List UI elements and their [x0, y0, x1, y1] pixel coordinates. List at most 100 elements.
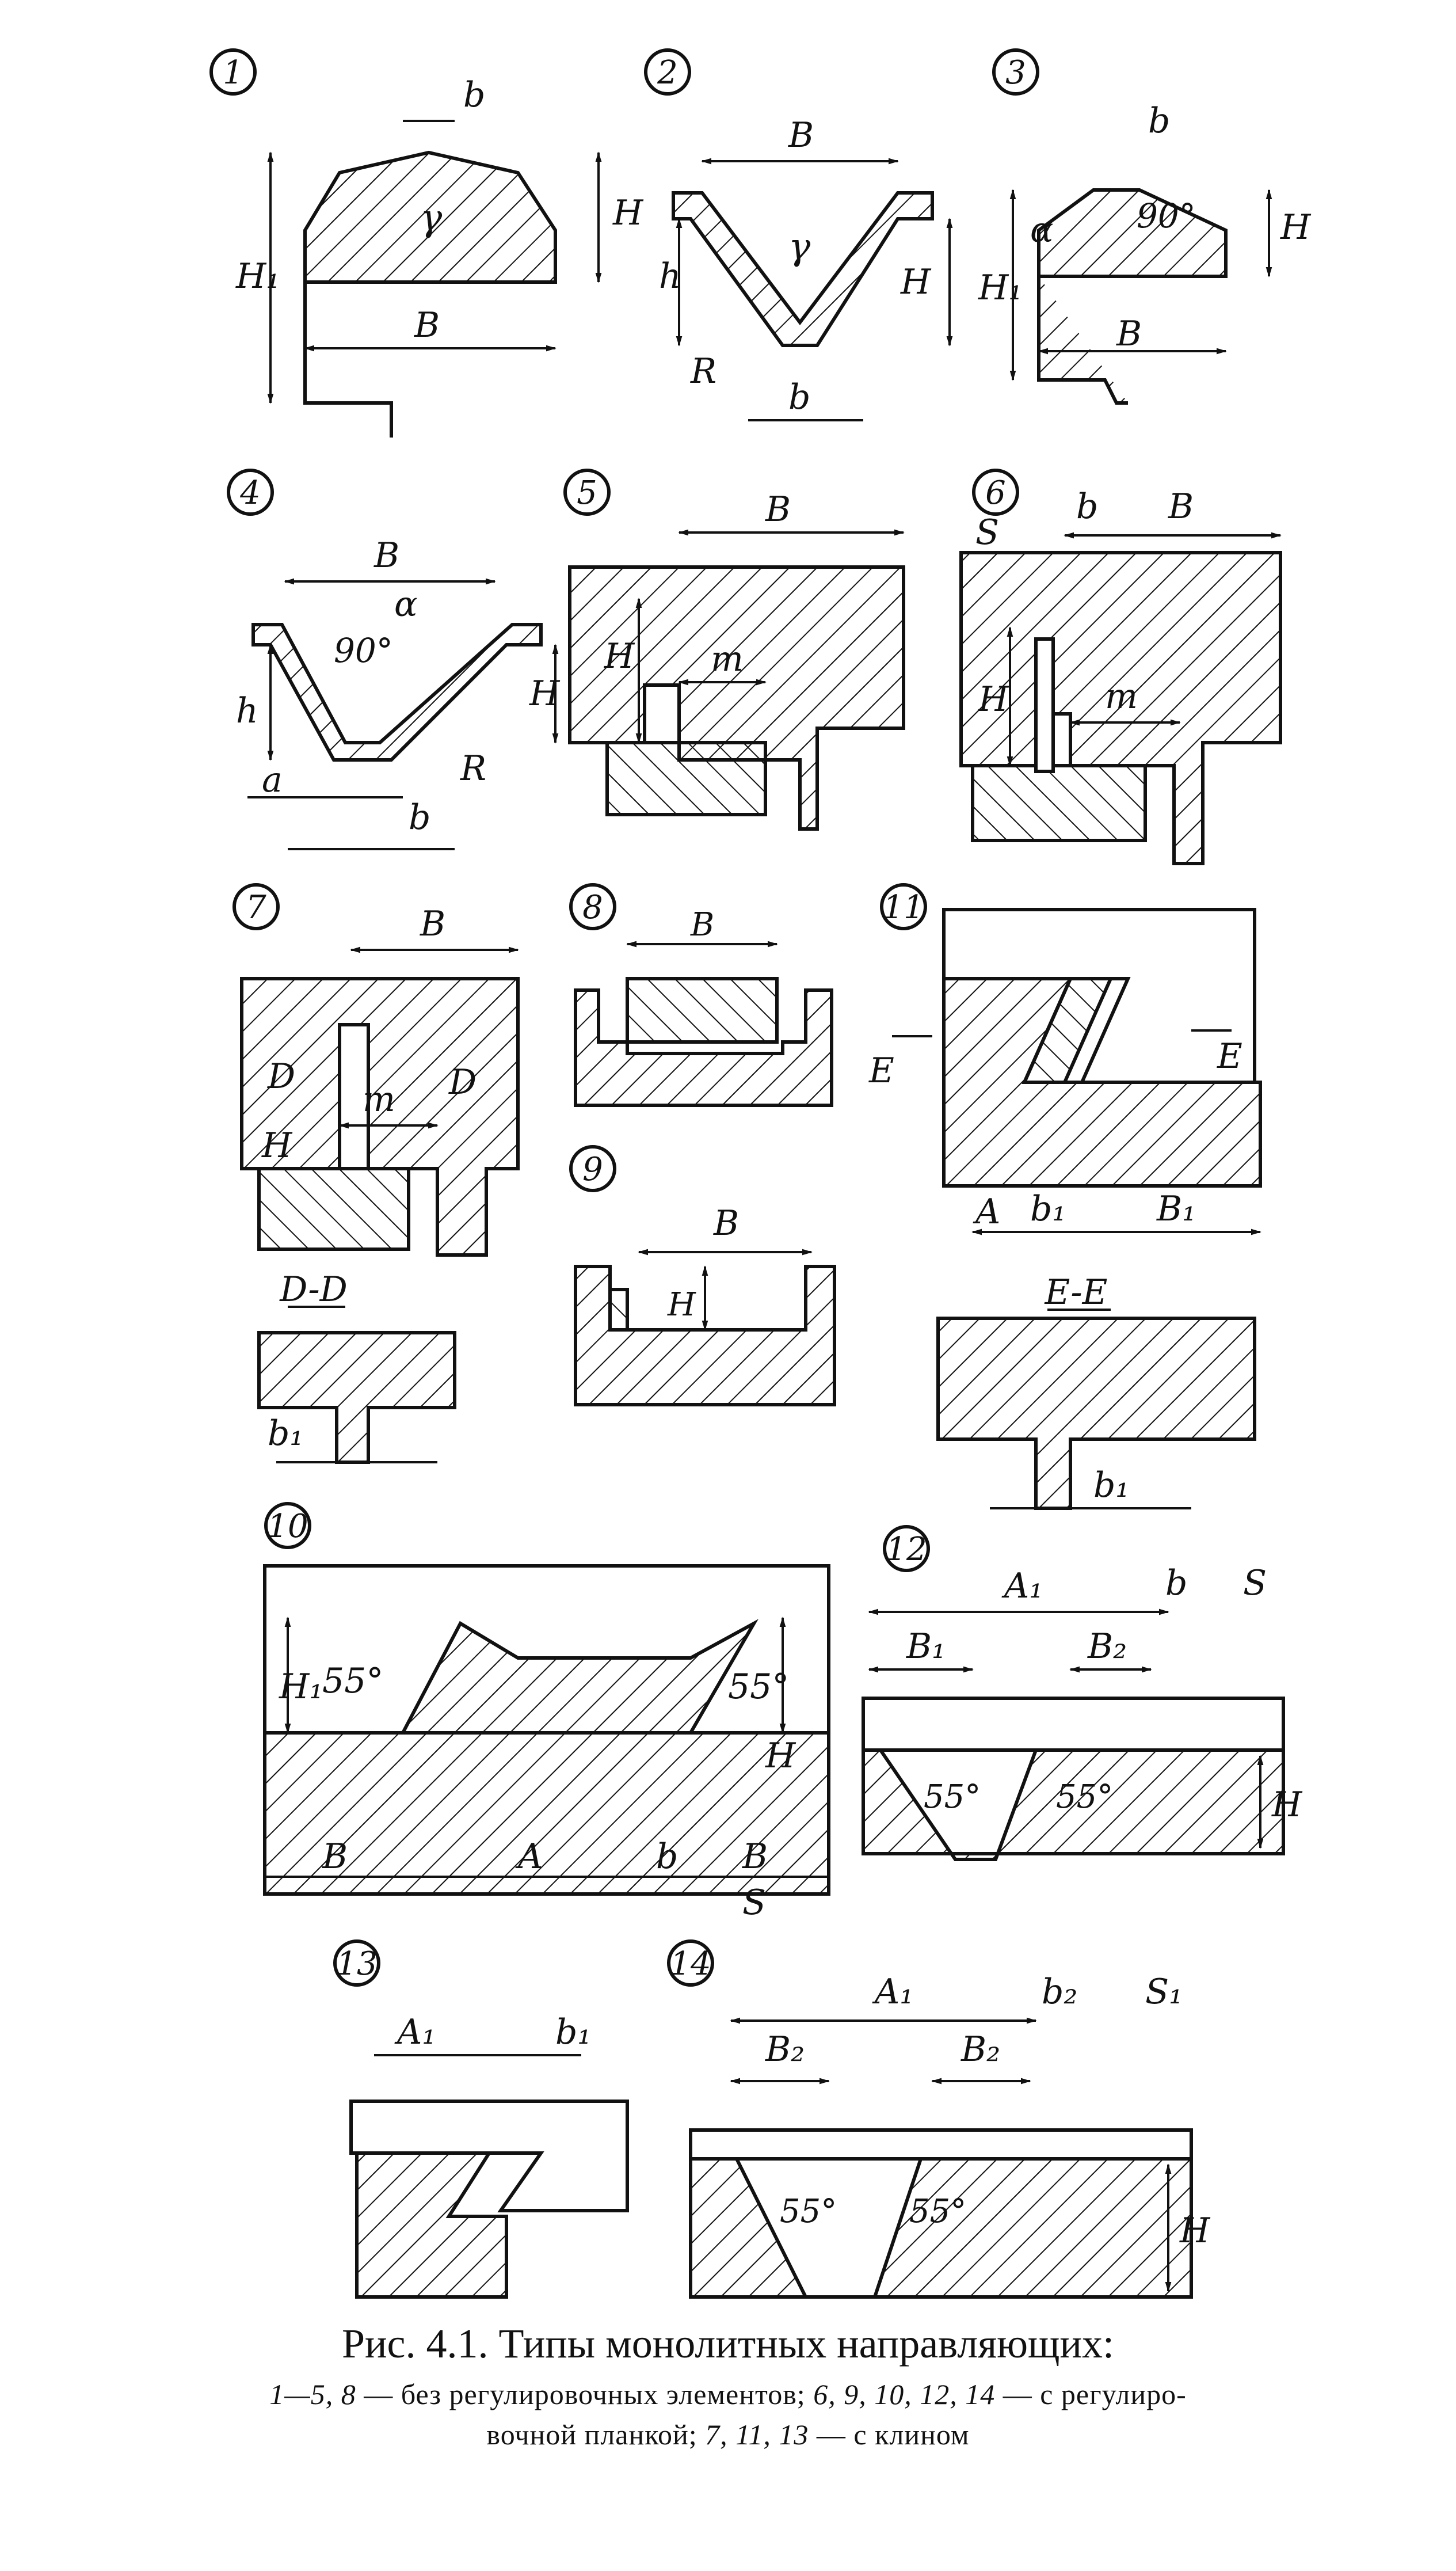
figure-2: 2 B γ h H R b — [644, 48, 953, 421]
figure-number-circle — [232, 883, 280, 930]
guide-block — [971, 764, 1147, 842]
dim-label: γ — [788, 226, 811, 268]
dim-label: H — [261, 1125, 293, 1166]
dim-label: H — [604, 636, 635, 676]
section-d-d: D-D b₁ — [257, 1269, 456, 1464]
dim-label: S — [742, 1882, 766, 1923]
dim-label: b — [409, 797, 430, 838]
profile — [251, 623, 543, 762]
figure-4: 4 B α 90° h H a R b — [227, 469, 561, 850]
dim-label: H — [612, 193, 644, 233]
figure-number: 14 — [670, 1945, 711, 1983]
caption-text: — с клином — [809, 2418, 970, 2451]
dim-label: A — [973, 1192, 1000, 1232]
caption-numbers: 7, 11, 13 — [705, 2418, 809, 2451]
figure-number: 7 — [246, 889, 266, 926]
figure-number-circle — [992, 48, 1039, 96]
dim-label: A₁ — [872, 1972, 913, 2012]
figure-number: 13 — [336, 1945, 377, 1983]
profile — [672, 191, 934, 347]
figure-7: 7 B D m D H — [232, 883, 520, 1257]
figure-number: 4 — [239, 474, 261, 512]
figure-caption-line-1: 1—5, 8 — без регулировочных элементов; 6… — [0, 2378, 1456, 2411]
slide — [862, 1697, 1285, 1752]
figure-number: 5 — [577, 474, 597, 512]
dim-label: H — [1179, 2211, 1211, 2251]
dim-label: B — [788, 115, 814, 155]
figure-number-circle — [972, 469, 1019, 516]
dim-label: 55° — [909, 2193, 966, 2230]
dim-label: B — [742, 1836, 768, 1877]
dim-label: b₁ — [555, 2012, 591, 2052]
dim-label: 55° — [728, 1667, 789, 1707]
figure-14: 14 A₁ b₂ S₁ B₂ B₂ 55° 55° H — [667, 1939, 1211, 2299]
dim-label: b₁ — [1093, 1465, 1129, 1505]
dim-label: B — [690, 906, 714, 944]
dim-label: h — [659, 256, 681, 296]
dim-label: R — [460, 748, 486, 789]
dim-label: b₁ — [1030, 1189, 1066, 1229]
figure-number: 1 — [223, 54, 243, 92]
dim-label: B₂ — [1087, 1626, 1127, 1667]
dim-label: A — [515, 1836, 543, 1877]
dim-label: B₁ — [906, 1626, 946, 1667]
dim-label: B₂ — [765, 2029, 805, 2070]
figure-number-circle — [644, 48, 691, 96]
dim-label: B — [420, 904, 445, 944]
dim-label: b — [1076, 486, 1098, 527]
dim-label: m — [363, 1079, 395, 1120]
adjusting-strip — [1034, 637, 1055, 773]
dim-label: b — [1148, 101, 1170, 141]
figure-13: 13 A₁ b₁ — [333, 1939, 629, 2299]
profile-upper — [303, 150, 557, 284]
figure-number: 6 — [985, 474, 1006, 512]
figure-number: 8 — [582, 889, 603, 926]
figure-number: 9 — [582, 1151, 603, 1188]
dim-label: R — [690, 351, 716, 391]
section-title: E-E — [1045, 1272, 1108, 1313]
base — [263, 1619, 830, 1896]
figure-number-circle — [667, 1939, 714, 1987]
figure-6: 6 S b B H m — [959, 469, 1282, 865]
profile — [1037, 188, 1228, 278]
figure-number-circle — [569, 883, 616, 930]
caption-text: — с регулиро- — [995, 2378, 1187, 2410]
figure-number-circle — [880, 883, 927, 930]
dim-label: b — [463, 75, 485, 115]
section-title: D-D — [279, 1269, 348, 1310]
figure-number: 2 — [657, 54, 678, 92]
figure-10: 10 H₁ 55° 55° H B A b B S — [263, 1502, 830, 1923]
dim-label: S — [975, 512, 999, 553]
base — [862, 1748, 1285, 1861]
slide — [689, 2128, 1193, 2161]
dim-label: 90° — [1137, 196, 1196, 235]
dim-label: a — [262, 760, 283, 800]
figure-9: 9 B H — [569, 1145, 836, 1406]
dim-label: H — [667, 1286, 696, 1323]
dim-label: B — [414, 305, 440, 345]
base — [355, 2151, 508, 2299]
figure-number-circle — [883, 1525, 930, 1572]
slide — [349, 2100, 629, 2212]
section-e-e: E-E b₁ — [936, 1272, 1256, 1510]
dim-label: 55° — [1056, 1778, 1113, 1816]
caption-numbers: 1—5, 8 — [269, 2378, 356, 2410]
dim-label: 55° — [780, 2193, 837, 2230]
dim-label: E — [868, 1051, 894, 1091]
adjusting-strip — [608, 1288, 629, 1332]
dim-label: B — [322, 1836, 348, 1877]
dim-label: b — [788, 377, 810, 417]
dim-label: H — [900, 262, 932, 302]
figure-number-circle — [209, 48, 257, 96]
figure-12: 12 A₁ b S B₁ B₂ 55° 55° H — [862, 1525, 1303, 1861]
guide-block — [257, 1167, 410, 1251]
figure-number: 10 — [267, 1508, 308, 1545]
dim-label: b — [1165, 1563, 1187, 1603]
figure-3: 3 b α 90° H₁ H B — [978, 48, 1312, 405]
caption-text: — без регулировочных элементов; — [356, 2378, 814, 2410]
guide-block — [605, 741, 767, 816]
dim-label: H₁ — [978, 268, 1022, 308]
dim-label: D — [448, 1062, 477, 1102]
profile-lower — [303, 282, 393, 438]
